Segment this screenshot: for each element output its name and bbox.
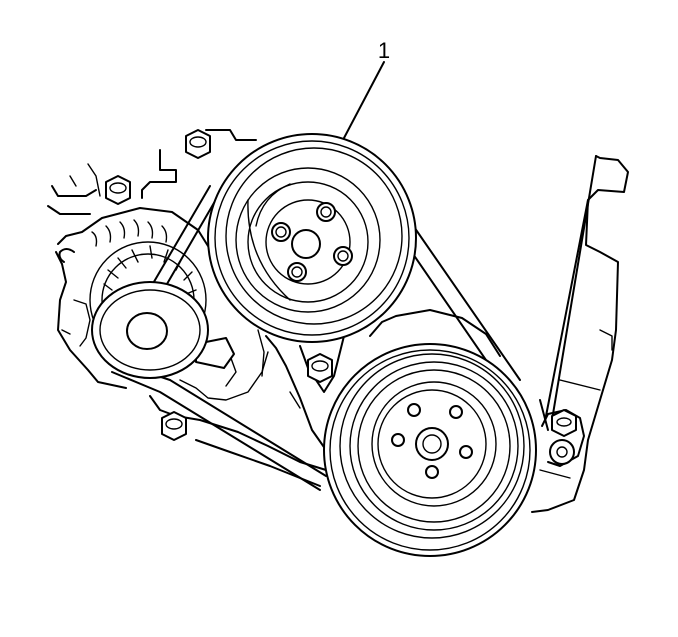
upper-pulley-bolt [271, 222, 291, 242]
callout-1: 1 [343, 38, 390, 139]
upper-pulley [207, 133, 417, 343]
stud-hole [549, 439, 575, 465]
hex-bolt [185, 129, 211, 159]
hex-bolt [161, 411, 187, 441]
tensioner-pulley [91, 281, 235, 379]
callout-label: 1 [378, 38, 390, 63]
hex-bolt [551, 409, 577, 437]
upper-pulley-bolt [333, 246, 353, 266]
hex-bolt [105, 175, 131, 205]
upper-pulley-bolt [287, 262, 307, 282]
hex-bolt [307, 353, 333, 383]
drive-belt [111, 155, 597, 491]
crankshaft-pulley [323, 343, 537, 557]
upper-pulley-bolt [316, 202, 336, 222]
